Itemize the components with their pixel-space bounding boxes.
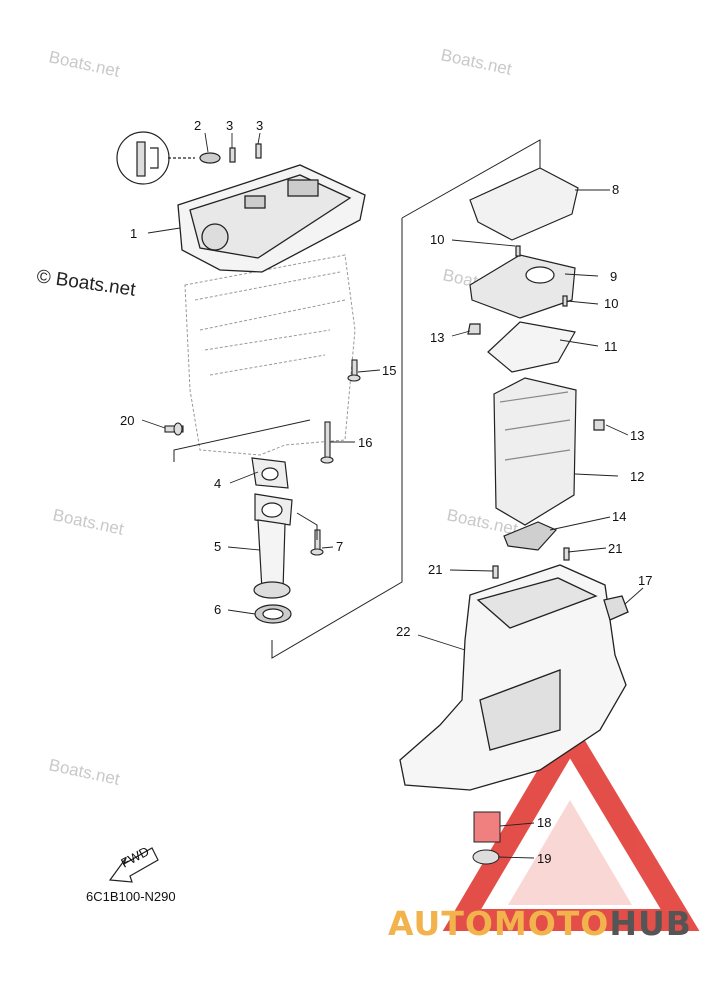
part-label-18: 18 [537,815,551,830]
brand-triangle-logo [442,715,700,931]
diagram-code: 6C1B100-N290 [86,889,176,904]
part-label-4: 4 [214,476,221,491]
part-label-22: 22 [396,624,410,639]
watermark-top-left: Boats.net [47,47,121,81]
small-parts-top [199,143,262,164]
leader-brackets [173,139,541,659]
part-label-11: 11 [604,339,618,354]
part-label-12: 12 [630,469,644,484]
part-label-3b: 3 [256,118,263,133]
water-pump-stack [467,167,605,579]
part-label-17: 17 [638,573,652,588]
part-label-1: 1 [130,226,137,241]
exhaust-pipe-parts [251,457,293,624]
part-label-3a: 3 [226,118,233,133]
inset-detail [116,131,195,185]
part-labels: 1 2 3 3 4 5 6 7 8 9 10 10 11 12 13 13 14… [120,118,652,866]
part-label-9: 9 [610,269,617,284]
part-label-21b: 21 [428,562,442,577]
lower-casing [399,564,629,791]
part-label-15: 15 [382,363,396,378]
part-label-6: 6 [214,602,221,617]
impeller-parts [472,811,501,865]
part-label-2: 2 [194,118,201,133]
watermark-group: Boats.net Boats.net © Boats.net Boats.ne… [35,45,519,789]
part-label-19: 19 [537,851,551,866]
watermark-lower-left: Boats.net [51,505,125,539]
brand-part1: AUTOMOTO [388,904,610,943]
part-label-13a: 13 [430,330,444,345]
part-label-21a: 21 [608,541,622,556]
part-label-16: 16 [358,435,372,450]
brand-wordmark: AUTOMOTOHUB [388,904,692,943]
part-label-20: 20 [120,413,134,428]
part-label-10b: 10 [604,296,618,311]
fwd-arrow: FWD [108,844,159,883]
part-label-13b: 13 [630,428,644,443]
part-label-5: 5 [214,539,221,554]
part-label-10a: 10 [430,232,444,247]
label-leaders [141,132,644,859]
brand-part2: HUB [609,904,692,943]
part-label-7: 7 [336,539,343,554]
watermark-bottom-left: Boats.net [47,755,121,789]
watermark-top-right: Boats.net [439,45,513,79]
watermark-mid-left: © Boats.net [35,266,137,301]
bolts-left [164,359,361,556]
exhaust-plate [177,164,366,273]
part-label-8: 8 [612,182,619,197]
upper-casing-ghost [184,254,356,456]
part-label-14: 14 [612,509,626,524]
